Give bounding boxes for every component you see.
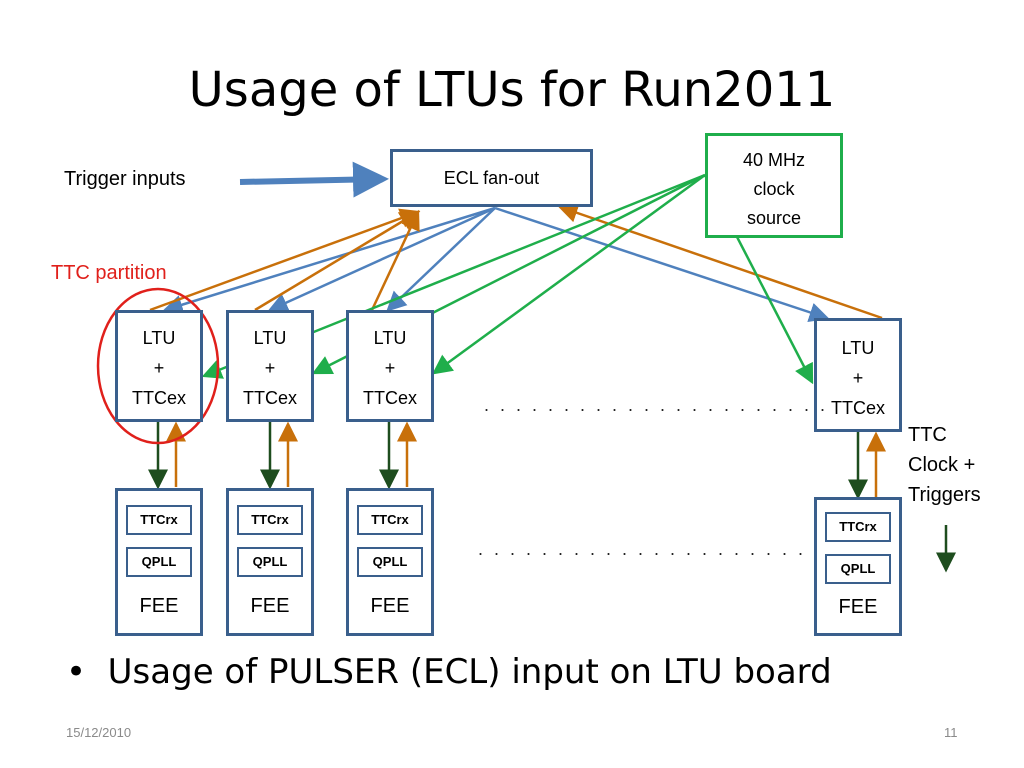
ttcrx-chip: TTCrx bbox=[357, 505, 423, 535]
ltu-ttcex: TTCex bbox=[831, 398, 885, 418]
page-title: Usage of LTUs for Run2011 bbox=[188, 62, 836, 118]
clock-line-ltu3 bbox=[431, 173, 706, 375]
qpll-chip: QPLL bbox=[237, 547, 303, 577]
fee-label: FEE bbox=[370, 595, 410, 617]
ltu-box-4: LTU + TTCex bbox=[814, 318, 902, 432]
trigger-inputs-label: Trigger inputs bbox=[64, 168, 186, 190]
ellipsis-dots-fee-row: . . . . . . . . . . . . . . . . . . . . … bbox=[478, 539, 823, 559]
return-line-ltu1 bbox=[149, 208, 421, 312]
bullet-marker: • bbox=[66, 652, 108, 692]
bullet-text: Usage of PULSER (ECL) input on LTU board bbox=[107, 652, 832, 692]
qpll-chip: QPLL bbox=[825, 554, 891, 584]
fanout-line-ltu4 bbox=[494, 206, 830, 322]
ltu-label: LTU bbox=[253, 328, 287, 348]
ttcrx-chip: TTCrx bbox=[825, 512, 891, 542]
qpll-chip: QPLL bbox=[357, 547, 423, 577]
fanout-line-ltu3 bbox=[386, 207, 496, 312]
fee-box-3: TTCrx QPLL FEE bbox=[346, 488, 434, 636]
return-line-ltu2 bbox=[254, 210, 421, 312]
fee-label: FEE bbox=[250, 595, 290, 617]
clock-source-box: 40 MHz clock source bbox=[705, 133, 843, 238]
return-line-ltu3 bbox=[370, 209, 420, 311]
legend-line-1: TTC bbox=[908, 424, 947, 446]
ltu-box-2: LTU + TTCex bbox=[226, 310, 314, 422]
ellipsis-dots-ltu-row: . . . . . . . . . . . . . . . . . . . . … bbox=[484, 395, 829, 415]
ttc-partition-label: TTC partition bbox=[51, 262, 167, 284]
ltu-ttcex: TTCex bbox=[243, 388, 297, 408]
ltu-label: LTU bbox=[841, 338, 875, 358]
clock-source-line-1: 40 MHz bbox=[742, 150, 805, 170]
fee-label: FEE bbox=[838, 596, 878, 618]
ltu-box-1: LTU + TTCex bbox=[115, 310, 203, 422]
fee-box-1: TTCrx QPLL FEE bbox=[115, 488, 203, 636]
legend-text: TTC Clock + Triggers bbox=[908, 420, 981, 510]
ltu-label: LTU bbox=[142, 328, 176, 348]
ltu-ttcex: TTCex bbox=[363, 388, 417, 408]
trigger-input-arrow bbox=[239, 161, 389, 198]
return-line-ltu4 bbox=[557, 203, 883, 320]
bullet-point: • Usage of PULSER (ECL) input on LTU boa… bbox=[66, 652, 832, 692]
ltu-plus: + bbox=[153, 358, 165, 378]
legend-line-2: Clock + bbox=[908, 454, 976, 476]
ltu-box-3: LTU + TTCex bbox=[346, 310, 434, 422]
ttc-partition-ellipse bbox=[96, 287, 220, 445]
ltu-plus: + bbox=[264, 358, 276, 378]
fanout-line-ltu2 bbox=[267, 206, 496, 312]
clock-source-line-3: source bbox=[746, 208, 802, 228]
fanout-line-ltu1 bbox=[162, 206, 496, 315]
fee-label: FEE bbox=[139, 595, 179, 617]
fee-box-2: TTCrx QPLL FEE bbox=[226, 488, 314, 636]
ltu-plus: + bbox=[384, 358, 396, 378]
ttcrx-chip: TTCrx bbox=[126, 505, 192, 535]
ltu-label: LTU bbox=[373, 328, 407, 348]
ltu-plus: + bbox=[852, 368, 864, 388]
page-number: 11 bbox=[944, 725, 958, 740]
ttcrx-chip: TTCrx bbox=[237, 505, 303, 535]
clock-source-line-2: clock bbox=[753, 179, 795, 199]
legend-line-3: Triggers bbox=[908, 484, 981, 506]
qpll-chip: QPLL bbox=[126, 547, 192, 577]
ltu-ttcex: TTCex bbox=[132, 388, 186, 408]
ecl-fanout-box: ECL fan-out bbox=[390, 149, 593, 207]
fee-box-4: TTCrx QPLL FEE bbox=[814, 497, 902, 636]
footer-date: 15/12/2010 bbox=[66, 725, 132, 740]
ecl-fanout-label: ECL fan-out bbox=[443, 168, 540, 188]
